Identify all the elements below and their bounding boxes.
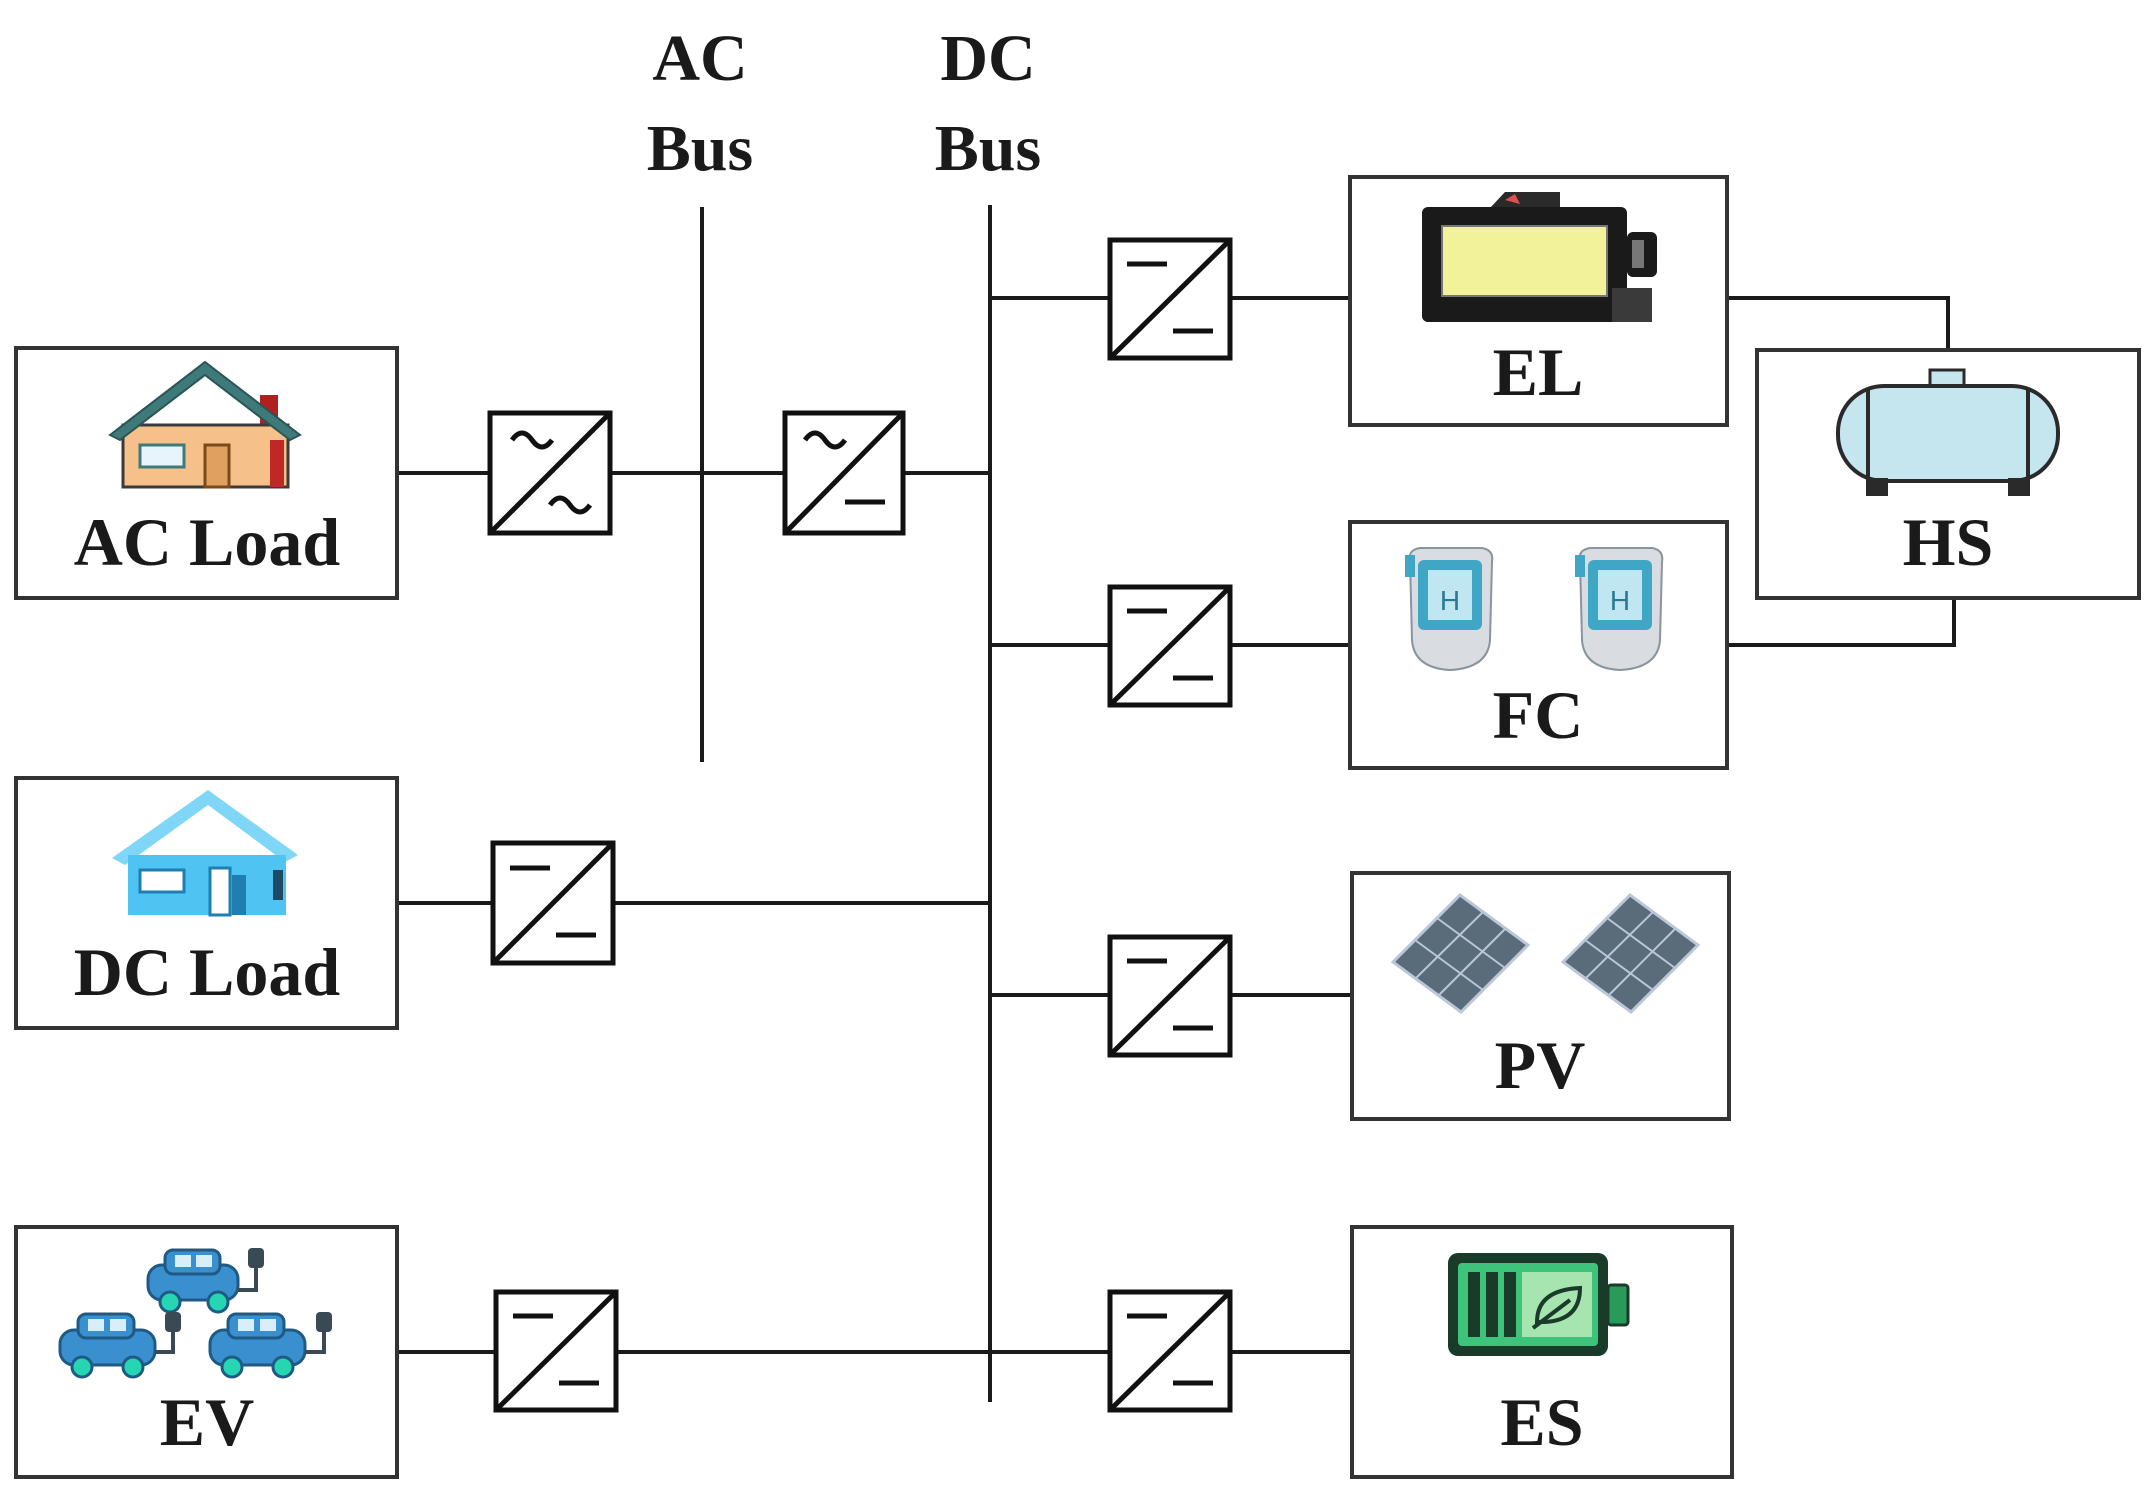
fuel-cell-icon: H H: [1405, 547, 1664, 672]
el-label: EL: [1493, 334, 1584, 410]
converter-ev-dc-dc: [493, 1289, 619, 1413]
converter-ac-dc: [782, 410, 906, 536]
pv-label: PV: [1495, 1027, 1586, 1103]
es-box: ES: [1350, 1225, 1734, 1479]
electric-cars-icon: [58, 1248, 332, 1379]
ac-bus-label-line1: AC: [652, 22, 747, 95]
connection-wires: [397, 296, 1956, 1354]
fc-box: H H FC: [1348, 520, 1729, 770]
ac-bus-label-line2: Bus: [647, 112, 753, 185]
converter-fc-dc-dc: [1107, 584, 1233, 708]
el-box: EL: [1348, 175, 1729, 427]
house-blue-icon: [112, 790, 298, 917]
ev-label: EV: [160, 1384, 254, 1460]
house-orange-icon: [108, 360, 302, 489]
ev-box: EV: [14, 1225, 399, 1479]
svg-text:H: H: [1440, 585, 1460, 616]
fc-label: FC: [1493, 677, 1584, 753]
es-label: ES: [1500, 1384, 1583, 1460]
converter-pv-dc-dc: [1107, 934, 1233, 1058]
svg-text:H: H: [1610, 585, 1630, 616]
hs-label: HS: [1903, 504, 1994, 580]
converter-el-dc-dc: [1107, 237, 1233, 361]
dc-bus-label-line1: DC: [940, 22, 1035, 95]
ac-load-label: AC Load: [74, 504, 341, 580]
converter-es-dc-dc: [1107, 1289, 1233, 1413]
dc-load-box: DC Load: [14, 776, 399, 1030]
dc-load-label: DC Load: [74, 934, 341, 1010]
solar-panel-icon: [1390, 893, 1701, 1014]
dc-bus-label-line2: Bus: [935, 112, 1041, 185]
wire-el-hs: [1727, 296, 1950, 350]
ac-load-box: AC Load: [14, 346, 399, 600]
hydrogen-tank-icon: [1836, 368, 2060, 496]
converter-dcload-dc-dc: [490, 840, 616, 966]
battery-leaf-icon: [1448, 1253, 1630, 1356]
converter-ac-ac: [487, 410, 613, 536]
wire-fc-hs: [1727, 598, 1956, 647]
pv-box: PV: [1350, 871, 1731, 1121]
electrolyzer-icon: [1422, 192, 1657, 322]
hs-box: HS: [1755, 348, 2141, 600]
